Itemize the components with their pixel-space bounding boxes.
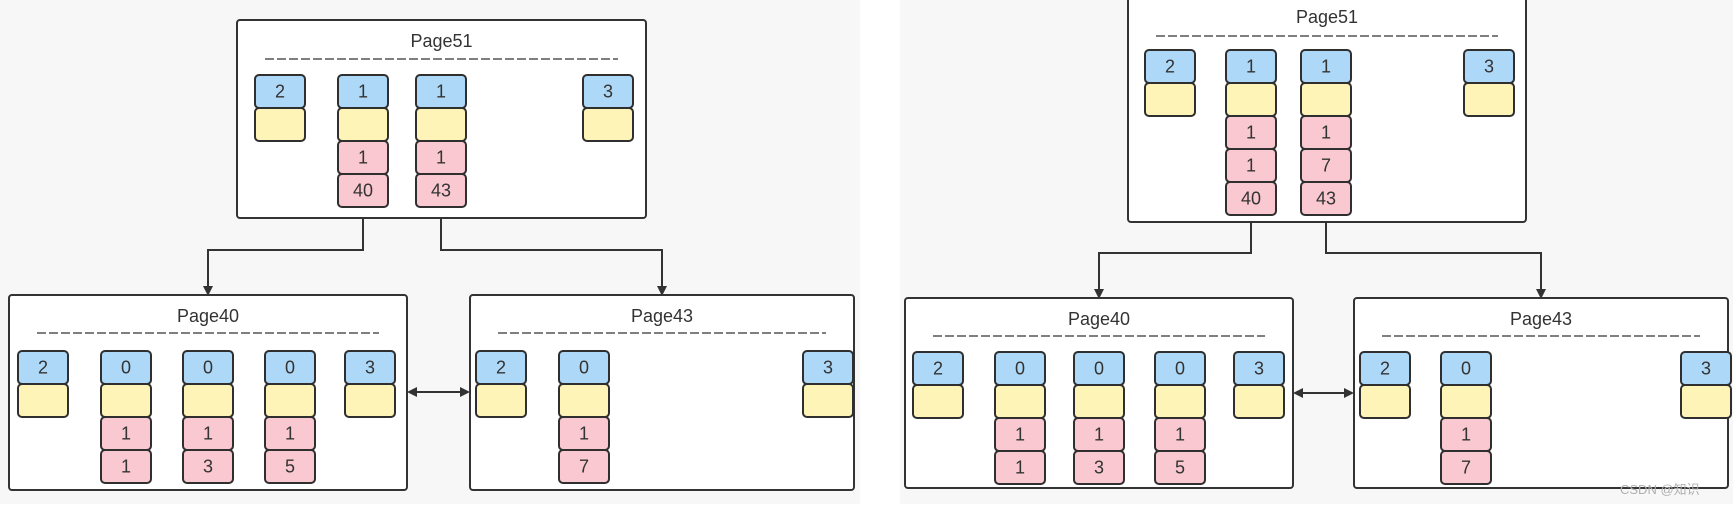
panel-before-leaf-1-page-slot-1-pointer bbox=[558, 383, 610, 418]
panel-after-root-page-slot-3-pointer bbox=[1463, 82, 1515, 117]
panel-before-leaf-0-page-slot-2-record-1 bbox=[182, 449, 234, 484]
panel-after-leaf-1-page-slot-1-pointer bbox=[1440, 384, 1492, 419]
panel-after-leaf-0-page-slot-4-header-value: 3 bbox=[1254, 359, 1264, 379]
panel-before-leaf-0-page-slot-3-record-1 bbox=[264, 449, 316, 484]
panel-after-root-page-slot-1-record-0-value: 1 bbox=[1246, 123, 1256, 143]
panel-after-leaf-1-page-slot-0-header-value: 2 bbox=[1380, 359, 1390, 379]
panel-before-leaf-1-page-slot-2-header-value: 3 bbox=[823, 358, 833, 378]
panel-before-leaf-0-page-slot-2-record-1-value: 3 bbox=[203, 457, 213, 477]
panel-before-leaf-0-page-slot-4-header-value: 3 bbox=[365, 358, 375, 378]
panel-after-root-to-leaf-1 bbox=[1325, 215, 1546, 299]
panel-before-root-page-slot-0-header-value: 2 bbox=[275, 82, 285, 102]
panel-before-root-page-slot-2-record-1-value: 43 bbox=[431, 181, 451, 201]
panel-before-leaf-0-page-slot-3-header-value: 0 bbox=[285, 358, 295, 378]
panel-before-root-page-slot-3-pointer bbox=[582, 107, 634, 142]
panel-before-root-page-slot-1-pointer bbox=[337, 107, 389, 142]
panel-before-leaf-0-page-slot-1-header-value: 0 bbox=[121, 358, 131, 378]
panel-before-root-page-slot-1-record-1-value: 40 bbox=[353, 181, 373, 201]
panel-after-leaf-0-page-slot-4-pointer bbox=[1233, 384, 1285, 419]
panel-before-leaf-1-page-slot-2-pointer bbox=[802, 383, 854, 418]
panel-before-root-to-leaf-0 bbox=[203, 207, 364, 296]
panel-after-root-page-slot-0-header-value: 2 bbox=[1165, 57, 1175, 77]
panel-before-leaf-1-page-slot-0-header-value: 2 bbox=[496, 358, 506, 378]
panel-before-root-page-slot-2-header-value: 1 bbox=[436, 82, 446, 102]
panel-after-leaf-1-page-slot-1-record-1 bbox=[1440, 450, 1492, 485]
panel-after-leaf-1-page-slot-0-pointer bbox=[1359, 384, 1411, 419]
panel-before-root-page-slot-2-record-1 bbox=[415, 173, 467, 208]
panel-after-leaf-1-page-slot-1-record-0-value: 1 bbox=[1461, 425, 1471, 445]
panel-before-root-page-slot-3-header-value: 3 bbox=[603, 82, 613, 102]
panel-before-leaf-0-page-slot-1-record-0-value: 1 bbox=[121, 424, 131, 444]
panel-after-leaf-0-page-slot-2-record-1 bbox=[1073, 450, 1125, 485]
panel-after-root-page-title: Page51 bbox=[1296, 7, 1358, 27]
panel-after-leaf-0-page-slot-3-record-1 bbox=[1154, 450, 1206, 485]
panel-before-leaf-1-page-slot-1-header-value: 0 bbox=[579, 358, 589, 378]
panel-after-leaf-0-page-slot-0-header-value: 2 bbox=[933, 359, 943, 379]
panel-before-root-page-slot-2-pointer bbox=[415, 107, 467, 142]
panel-before-leaf-0-page-slot-3-pointer bbox=[264, 383, 316, 418]
panel-before-root-page-title: Page51 bbox=[410, 31, 472, 51]
panel-before-leaf-1-page-title: Page43 bbox=[631, 306, 693, 326]
panel-after-leaf-1-page-slot-2-pointer bbox=[1680, 384, 1732, 419]
watermark: CSDN @知识 bbox=[1620, 482, 1700, 497]
panel-before-leaf-0-page-slot-4-pointer bbox=[344, 383, 396, 418]
panel-after-leaf-0-page-slot-1-record-0-value: 1 bbox=[1015, 425, 1025, 445]
panel-after-leaf-0-page-slot-3-header-value: 0 bbox=[1175, 359, 1185, 379]
panel-after-root-page-slot-3-header-value: 3 bbox=[1484, 57, 1494, 77]
panel-after-leaf-1-page-title: Page43 bbox=[1510, 309, 1572, 329]
panel-before-leaf-0-page-slot-3-record-1-value: 5 bbox=[285, 457, 295, 477]
panel-after-root-page-slot-1-header-value: 1 bbox=[1246, 57, 1256, 77]
panel-before-leaf-0-page-slot-2-record-0-value: 1 bbox=[203, 424, 213, 444]
panel-after-leaf-1-page-slot-1-header-value: 0 bbox=[1461, 359, 1471, 379]
panel-after-leaf-0-page-slot-3-record-0-value: 1 bbox=[1175, 425, 1185, 445]
panel-before-root-to-leaf-1 bbox=[440, 207, 667, 296]
panel-before-leaf-0-page-slot-2-pointer bbox=[182, 383, 234, 418]
panel-after-leaf-0-page-slot-1-record-1-value: 1 bbox=[1015, 458, 1025, 478]
panel-before-root-page-slot-1-record-0-value: 1 bbox=[358, 148, 368, 168]
panel-before-leaf-0-page-slot-0-header-value: 2 bbox=[38, 358, 48, 378]
panel-after-leaf-0-page-slot-1-header-value: 0 bbox=[1015, 359, 1025, 379]
panel-before-leaf-1-page-slot-1-record-0-value: 1 bbox=[579, 424, 589, 444]
panel-after-leaf-1-page-slot-1-record-1-value: 7 bbox=[1461, 458, 1471, 478]
panel-before-leaf-0-page-title: Page40 bbox=[177, 306, 239, 326]
panel-before-root-page-slot-0-pointer bbox=[254, 107, 306, 142]
panel-after-root-page-slot-0-pointer bbox=[1144, 82, 1196, 117]
panel-after-root-page-slot-1-record-1-value: 1 bbox=[1246, 156, 1256, 176]
panel-before-leaf-1-page-slot-0-pointer bbox=[475, 383, 527, 418]
panel-after-root-page-slot-2-record-1-value: 7 bbox=[1321, 156, 1331, 176]
panel-before-root-page-slot-1-record-1 bbox=[337, 173, 389, 208]
panel-after-leaf-0-page-title: Page40 bbox=[1068, 309, 1130, 329]
panel-after-leaf-1-page-slot-2-header-value: 3 bbox=[1701, 359, 1711, 379]
panel-after-root-to-leaf-0 bbox=[1094, 215, 1252, 299]
panel-after-leaf-0-page-slot-1-pointer bbox=[994, 384, 1046, 419]
panel-after-root-page-slot-2-record-2-value: 43 bbox=[1316, 189, 1336, 209]
panel-after-leaf-0-page-slot-3-record-1-value: 5 bbox=[1175, 458, 1185, 478]
panel-before-leaf-0-page-slot-1-record-1-value: 1 bbox=[121, 457, 131, 477]
panel-after-leaf-0-page-slot-2-pointer bbox=[1073, 384, 1125, 419]
panel-after-leaf-0-page-slot-2-record-1-value: 3 bbox=[1094, 458, 1104, 478]
panel-after-leaf-0-page-slot-0-pointer bbox=[912, 384, 964, 419]
panel-after-root-page-slot-2-header-value: 1 bbox=[1321, 57, 1331, 77]
panel-after-root-page-slot-1-record-2-value: 40 bbox=[1241, 189, 1261, 209]
panel-before-leaf-0-page-slot-1-pointer bbox=[100, 383, 152, 418]
panel-before-leaf-1-page-slot-1-record-1-value: 7 bbox=[579, 457, 589, 477]
panel-before-root-page-slot-2-record-0-value: 1 bbox=[436, 148, 446, 168]
panel-after-root-page-slot-2-record-0-value: 1 bbox=[1321, 123, 1331, 143]
panel-after-root-page-slot-2-pointer bbox=[1300, 82, 1352, 117]
panel-before-leaf-0-page-slot-2-header-value: 0 bbox=[203, 358, 213, 378]
panel-after-root-page-slot-2-record-2 bbox=[1300, 181, 1352, 216]
panel-after-leaf-0-page-slot-2-header-value: 0 bbox=[1094, 359, 1104, 379]
panel-before-leaf-1-page-slot-1-record-1 bbox=[558, 449, 610, 484]
panel-after-root-page-slot-1-pointer bbox=[1225, 82, 1277, 117]
panel-before-leaf-0-page-slot-0-pointer bbox=[17, 383, 69, 418]
panel-before-leaf-0-page-slot-1-record-1 bbox=[100, 449, 152, 484]
panel-before-root-page-slot-1-header-value: 1 bbox=[358, 82, 368, 102]
panel-after-leaf-0-page-slot-3-pointer bbox=[1154, 384, 1206, 419]
panel-after-root-page-slot-1-record-2 bbox=[1225, 181, 1277, 216]
panel-before-leaf-0-page-slot-3-record-0-value: 1 bbox=[285, 424, 295, 444]
panel-after-leaf-0-page-slot-1-record-1 bbox=[994, 450, 1046, 485]
panel-after-leaf-0-page-slot-2-record-0-value: 1 bbox=[1094, 425, 1104, 445]
